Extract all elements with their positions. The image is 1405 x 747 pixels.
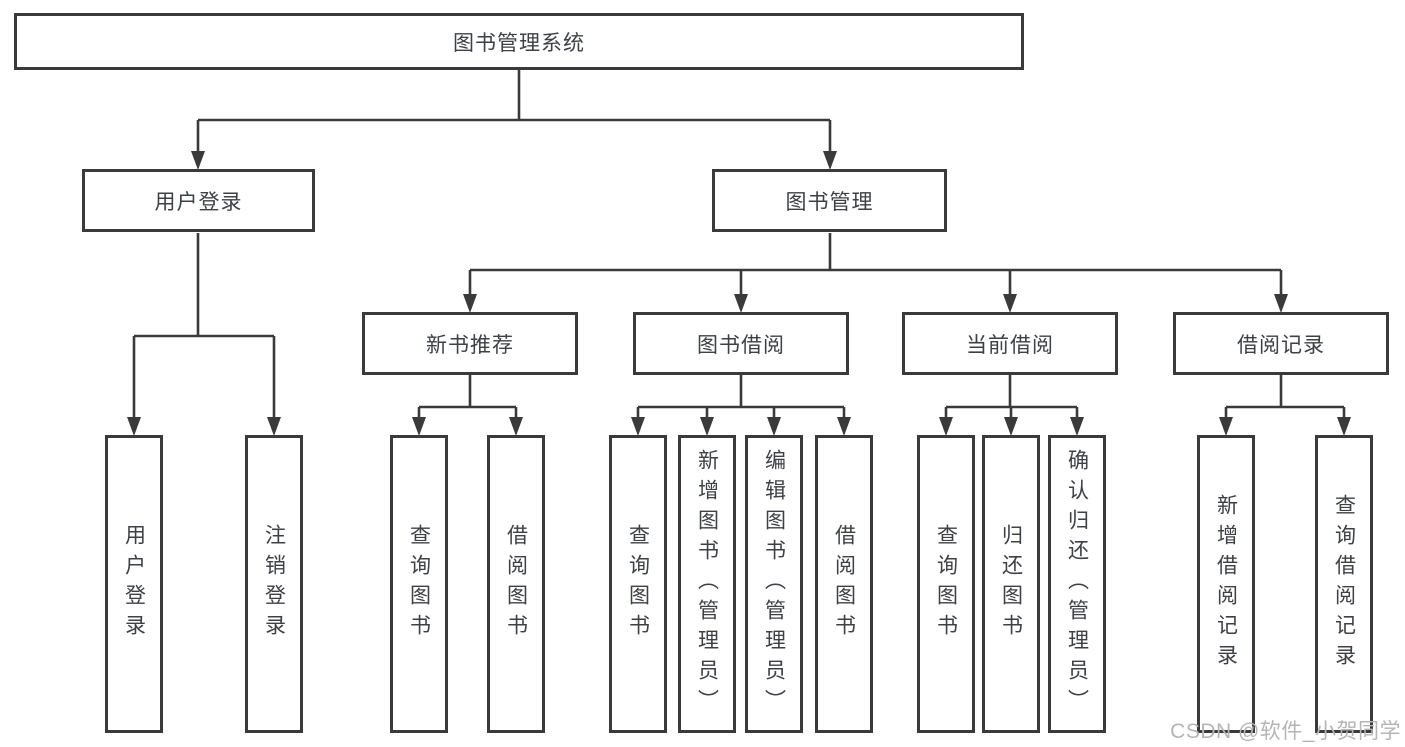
node-new-book-recommend-label: 新书推荐 bbox=[426, 333, 514, 357]
leaf-confirm-return-admin: 确认归还（管理员） bbox=[1048, 435, 1106, 733]
node-book-borrow-label: 图书借阅 bbox=[697, 333, 785, 357]
node-borrow-record-label: 借阅记录 bbox=[1237, 333, 1325, 357]
node-new-book-recommend: 新书推荐 bbox=[362, 312, 578, 375]
leaf-borrow-books-label: 借阅图书 bbox=[832, 524, 856, 644]
leaf-recommend-query-books: 查询图书 bbox=[390, 435, 448, 733]
node-book-borrow: 图书借阅 bbox=[633, 312, 849, 375]
node-current-borrow: 当前借阅 bbox=[902, 312, 1118, 375]
node-user-login-label: 用户登录 bbox=[154, 190, 243, 214]
node-borrow-record: 借阅记录 bbox=[1173, 312, 1389, 375]
leaf-confirm-return-admin-label: 确认归还（管理员） bbox=[1065, 449, 1089, 719]
leaf-borrow-query-books-label: 查询图书 bbox=[626, 524, 650, 644]
leaf-borrow-query-books: 查询图书 bbox=[609, 435, 667, 733]
node-root: 图书管理系统 bbox=[14, 13, 1024, 70]
leaf-add-borrow-record: 新增借阅记录 bbox=[1197, 435, 1255, 733]
leaf-add-borrow-record-label: 新增借阅记录 bbox=[1214, 494, 1238, 674]
leaf-query-borrow-record: 查询借阅记录 bbox=[1315, 435, 1373, 733]
leaf-current-query-books-label: 查询图书 bbox=[934, 524, 958, 644]
leaf-recommend-borrow-books-label: 借阅图书 bbox=[504, 524, 528, 644]
node-book-management: 图书管理 bbox=[712, 169, 947, 232]
leaf-borrow-books: 借阅图书 bbox=[815, 435, 873, 733]
node-current-borrow-label: 当前借阅 bbox=[966, 333, 1054, 357]
connector-user-login bbox=[127, 233, 281, 436]
csdn-watermark: CSDN @软件_小贺同学 bbox=[1170, 720, 1401, 743]
node-user-login: 用户登录 bbox=[82, 169, 315, 232]
leaf-recommend-query-books-label: 查询图书 bbox=[407, 524, 431, 644]
connector-borrow-record bbox=[1219, 375, 1351, 436]
leaf-current-query-books: 查询图书 bbox=[917, 435, 975, 733]
leaf-logout-label: 注销登录 bbox=[262, 524, 286, 644]
connector-current-borrow bbox=[939, 375, 1084, 436]
leaf-recommend-borrow-books: 借阅图书 bbox=[487, 435, 545, 733]
leaf-logout: 注销登录 bbox=[245, 435, 303, 733]
leaf-edit-books-admin: 编辑图书（管理员） bbox=[745, 435, 803, 733]
node-book-management-label: 图书管理 bbox=[785, 190, 874, 214]
node-root-label: 图书管理系统 bbox=[453, 31, 585, 55]
leaf-user-login-label: 用户登录 bbox=[122, 524, 146, 644]
leaf-add-books-admin: 新增图书（管理员） bbox=[678, 435, 736, 733]
leaf-return-books-label: 归还图书 bbox=[999, 524, 1023, 644]
leaf-add-books-admin-label: 新增图书（管理员） bbox=[695, 449, 719, 719]
leaf-return-books: 归还图书 bbox=[982, 435, 1040, 733]
connector-root bbox=[191, 70, 837, 170]
connector-book-borrow bbox=[631, 375, 851, 436]
leaf-edit-books-admin-label: 编辑图书（管理员） bbox=[762, 449, 786, 719]
leaf-user-login: 用户登录 bbox=[105, 435, 163, 733]
connector-new-book-recommend bbox=[412, 375, 523, 436]
leaf-query-borrow-record-label: 查询借阅记录 bbox=[1332, 494, 1356, 674]
connector-book-management bbox=[463, 233, 1288, 313]
